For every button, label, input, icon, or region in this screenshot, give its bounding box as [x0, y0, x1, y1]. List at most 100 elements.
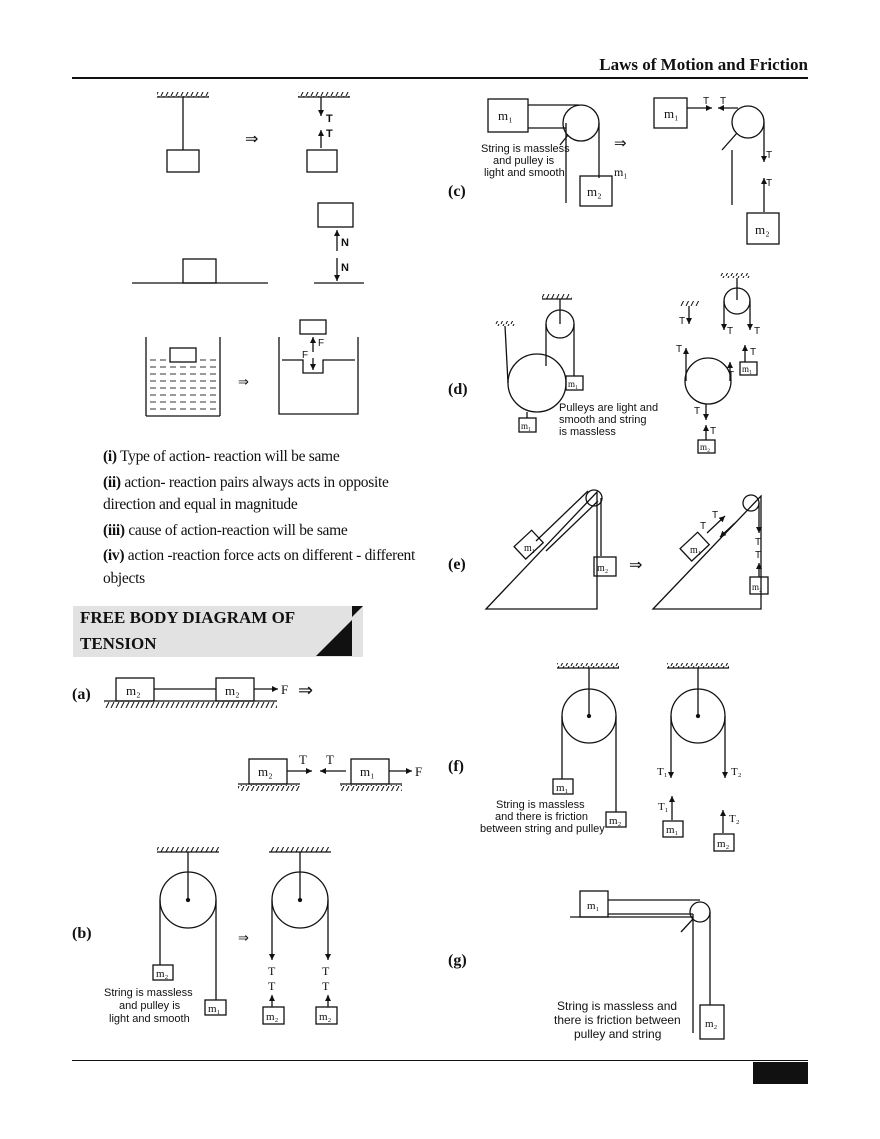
- svg-text:m₁: m₁: [666, 824, 679, 836]
- fig-a: m₂ m₂ F ⇒ m₂ T T m₁ F: [104, 677, 422, 791]
- section-banner: [73, 606, 363, 657]
- svg-text:T₁: T₁: [658, 801, 669, 813]
- svg-text:F: F: [415, 764, 422, 779]
- svg-text:there is friction between: there is friction between: [554, 1013, 681, 1027]
- svg-text:T: T: [720, 96, 726, 107]
- header-rule: [72, 77, 808, 79]
- fig-e: m₁ m₂ ⇒ m₁ T T T T m₂: [484, 489, 769, 610]
- svg-text:m₂: m₂: [225, 683, 240, 698]
- svg-text:m₁: m₁: [498, 108, 513, 123]
- svg-text:m₂: m₂: [705, 1018, 718, 1030]
- svg-text:T: T: [727, 326, 733, 337]
- svg-text:String is massless and: String is massless and: [557, 999, 677, 1013]
- tension-label: T: [326, 128, 333, 140]
- svg-text:m₁: m₁: [587, 900, 600, 912]
- svg-text:T: T: [703, 96, 709, 107]
- footer-rule: [72, 1060, 808, 1061]
- fig-hanging-block: ⇒ T T: [157, 92, 350, 173]
- svg-text:T: T: [694, 406, 700, 417]
- svg-text:String is massless: String is massless: [104, 987, 193, 999]
- fig-normal-reaction: N N: [132, 202, 364, 284]
- svg-text:m₁: m₁: [614, 165, 628, 179]
- section-title: FREE BODY DIAGRAM OF TENSION: [80, 608, 296, 653]
- svg-text:T: T: [268, 979, 276, 993]
- running-header: Laws of Motion and Friction: [599, 55, 808, 74]
- svg-text:m₂: m₂: [587, 184, 602, 199]
- svg-text:⇒: ⇒: [238, 930, 249, 945]
- svg-text:T: T: [728, 370, 734, 381]
- svg-text:m₂: m₂: [266, 1011, 279, 1023]
- point-item: (iii) cause of action-reaction will be s…: [103, 521, 348, 539]
- svg-text:T₂: T₂: [731, 766, 742, 778]
- svg-text:m₁: m₁: [690, 545, 701, 556]
- svg-text:T: T: [700, 521, 706, 532]
- fig-buoyancy: ⇒ F F: [145, 319, 359, 417]
- figure-label-c: (c): [448, 183, 466, 200]
- svg-text:String is massless: String is massless: [481, 143, 570, 155]
- figure-label-g: (g): [448, 952, 467, 969]
- point-item: (i) Type of action- reaction will be sam…: [103, 448, 340, 465]
- svg-text:⇒: ⇒: [629, 557, 642, 574]
- svg-text:T: T: [712, 510, 718, 521]
- svg-text:m₂: m₂: [609, 815, 622, 827]
- svg-text:m₁: m₁: [556, 782, 569, 794]
- svg-text:T: T: [268, 964, 276, 978]
- svg-text:m₁: m₁: [568, 379, 578, 389]
- svg-text:light and smooth: light and smooth: [484, 167, 565, 179]
- svg-text:m₂: m₂: [700, 442, 710, 452]
- svg-text:m₂: m₂: [156, 968, 169, 980]
- svg-text:T₂: T₂: [729, 813, 740, 825]
- svg-text:F: F: [281, 682, 288, 697]
- svg-text:m₁: m₁: [521, 421, 531, 431]
- svg-text:T: T: [755, 537, 761, 548]
- svg-text:T: T: [676, 344, 682, 355]
- svg-text:m₂: m₂: [597, 563, 608, 574]
- svg-text:m₁: m₁: [208, 1003, 221, 1015]
- point-item: (iv) action -reaction force acts on diff…: [103, 547, 415, 587]
- svg-text:T: T: [750, 347, 756, 358]
- svg-text:T: T: [754, 326, 760, 337]
- fig-d: m₁ m₁ Pulleys are light and smooth and s…: [495, 273, 760, 454]
- svg-text:T: T: [322, 979, 330, 993]
- figure-label-d: (d): [448, 381, 468, 398]
- fig-f: m₁ m₂ String is massless and there is fr…: [480, 663, 742, 852]
- svg-text:between string and pulley: between string and pulley: [480, 823, 605, 835]
- fig-g: m₁ m₂ String is massless and there is fr…: [554, 890, 725, 1041]
- figure-label-b: (b): [72, 925, 92, 942]
- svg-text:⇒: ⇒: [298, 680, 313, 700]
- svg-text:is massless: is massless: [559, 426, 616, 438]
- implies-symbol: ⇒: [238, 374, 249, 389]
- svg-text:T₁: T₁: [657, 766, 668, 778]
- svg-text:m₂: m₂: [319, 1011, 332, 1023]
- figure-label-e: (e): [448, 556, 466, 573]
- action-reaction-points: (i) Type of action- reaction will be sam…: [103, 446, 438, 593]
- svg-text:T: T: [326, 752, 334, 767]
- svg-text:T: T: [679, 316, 685, 327]
- point-item: (ii) action- reaction pairs always acts …: [103, 473, 389, 514]
- svg-text:T: T: [755, 550, 761, 561]
- buoyancy-label: F: [318, 338, 324, 349]
- svg-text:smooth and string: smooth and string: [559, 414, 646, 426]
- svg-text:m₂: m₂: [755, 222, 770, 237]
- svg-text:light and smooth: light and smooth: [109, 1013, 190, 1025]
- svg-text:String is massless: String is massless: [496, 799, 585, 811]
- figure-label-a: (a): [72, 686, 91, 703]
- buoyancy-label: F: [302, 350, 308, 361]
- normal-label: N: [341, 262, 349, 274]
- svg-text:and pulley is: and pulley is: [119, 1000, 181, 1012]
- svg-text:T: T: [299, 752, 307, 767]
- normal-label: N: [341, 237, 349, 249]
- page-number-box: [753, 1062, 808, 1084]
- svg-text:T: T: [322, 964, 330, 978]
- svg-text:m₂: m₂: [258, 764, 273, 779]
- svg-text:m₁: m₁: [360, 764, 375, 779]
- svg-text:and pulley is: and pulley is: [493, 155, 555, 167]
- tension-label: T: [326, 113, 333, 125]
- svg-text:and there is friction: and there is friction: [495, 811, 588, 823]
- svg-text:m₁: m₁: [664, 106, 679, 121]
- svg-text:T: T: [766, 178, 772, 189]
- svg-text:m₂: m₂: [126, 683, 141, 698]
- svg-text:m₂: m₂: [717, 838, 730, 850]
- svg-text:m₂: m₂: [752, 582, 762, 592]
- svg-text:⇒: ⇒: [614, 135, 627, 152]
